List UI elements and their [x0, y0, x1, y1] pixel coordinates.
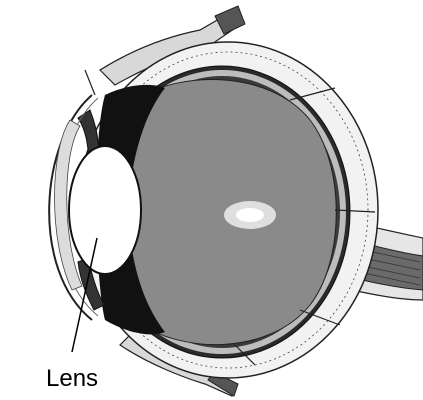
macula	[224, 201, 276, 229]
lens	[69, 146, 141, 274]
lens-label: Lens	[46, 365, 98, 392]
